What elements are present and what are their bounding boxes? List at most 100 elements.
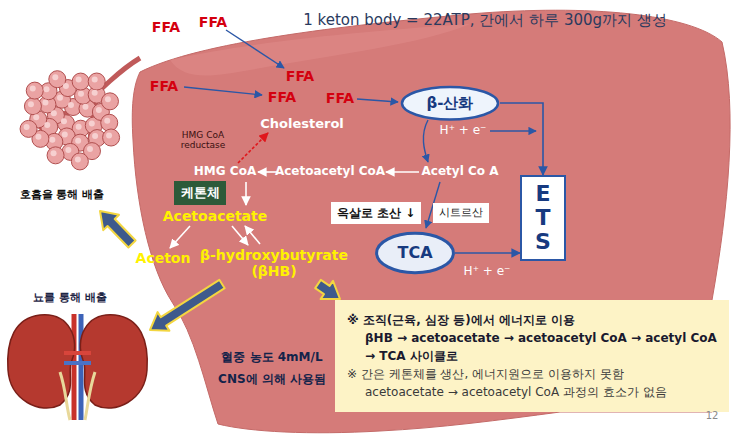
node-text: 케톤체 [181, 183, 220, 203]
metabolite-box: 옥살로 초산 ↓ [331, 202, 421, 224]
capillary [75, 138, 81, 144]
ffa-arrow [226, 30, 284, 68]
capillary [51, 150, 57, 156]
pathway-arrow [258, 171, 277, 173]
capillary [82, 104, 88, 110]
vena-cava [79, 314, 84, 420]
capillary [92, 90, 98, 96]
alveolus [72, 73, 89, 90]
substance-label: FFA [326, 90, 354, 106]
excretion-arrows [100, 211, 340, 331]
ureter [85, 372, 95, 420]
excretion-arrow [315, 280, 340, 299]
cholesterol-arrow [238, 133, 268, 163]
alveolus [71, 153, 88, 170]
excretion-label: 뇨를 통해 배출 [33, 292, 107, 305]
ellipse-shape [377, 233, 454, 272]
note-label: 혈중 농도 4mM/L [221, 351, 322, 365]
alveolus [26, 82, 43, 99]
node-text: 호흡을 통해 배출 [20, 187, 105, 204]
pathway-arrow [245, 182, 247, 205]
renal-vein [64, 361, 91, 365]
substance-label: FFA [268, 89, 296, 105]
liver-outline [132, 10, 730, 433]
ets-box: ETS [520, 175, 566, 261]
ellipse-shape [402, 87, 498, 119]
capillary [28, 101, 34, 107]
ureter [60, 372, 70, 420]
capillary [76, 77, 82, 83]
oxidation-arrow [423, 120, 428, 162]
capillary [89, 121, 95, 127]
ffa-arrow [184, 87, 262, 95]
pathway-arrow [170, 226, 190, 248]
substance-label: FFA [286, 68, 314, 84]
electron-label: H⁺ + e⁻ [464, 265, 511, 279]
electron-arrow [490, 130, 536, 131]
liver-highlight [170, 24, 470, 76]
capillary [87, 146, 93, 152]
capillary [49, 137, 55, 143]
note-line: ※ 조직(근육, 심장 등)에서 에너지로 이용 [347, 311, 575, 329]
capillary [63, 83, 69, 89]
metabolite-box: 시트르산 [433, 203, 489, 224]
capillary [76, 124, 82, 130]
capillary [92, 133, 98, 139]
capillary [104, 118, 110, 124]
ketone-label: Acetoacetate [163, 208, 268, 224]
flow-connector [500, 103, 543, 175]
category-box: 케톤체 [174, 181, 226, 205]
process-ellipse: β-산화 [400, 86, 500, 121]
substance-label: FFA [152, 19, 180, 35]
capillary [65, 147, 71, 153]
electron-label: H⁺ + e⁻ [440, 124, 487, 138]
pathway-arrow [232, 226, 248, 245]
capillary [105, 96, 111, 102]
capillary [96, 107, 102, 113]
capillary [57, 95, 63, 101]
enzyme-label: HMG CoA reductase [172, 130, 234, 151]
node-text: 옥살로 초산 ↓ [337, 204, 415, 222]
ketone-label: β-hydroxybutyrate (βHB) [199, 247, 349, 279]
renal-artery [64, 351, 91, 355]
bronchus [40, 58, 140, 140]
alveolus [20, 120, 37, 137]
alveolus [103, 129, 120, 146]
node-text: TCA [397, 241, 432, 265]
capillary [52, 74, 58, 80]
lung-illustration [20, 58, 140, 170]
capillary [44, 122, 50, 128]
capillary [62, 131, 68, 137]
capillary [33, 114, 39, 120]
excretion-arrow [150, 280, 225, 331]
capillary [92, 77, 98, 83]
capillary [78, 91, 84, 97]
alveolus [24, 98, 41, 115]
metabolite-label: HMG CoA [194, 165, 256, 179]
metabolite-label: Cholesterol [260, 117, 344, 132]
metabolite-label: Acetoacetyl CoA [275, 165, 385, 179]
ffa-arrow [357, 99, 398, 102]
page-number: 12 [706, 410, 719, 422]
capillary [75, 156, 81, 162]
capillary [68, 102, 74, 108]
capillary [42, 99, 48, 105]
capillary [61, 118, 67, 124]
note-label: CNS에 의해 사용됨 [218, 373, 326, 387]
note-box: ※ 조직(근육, 심장 등)에서 에너지로 이용βHB → acetoaceta… [335, 300, 729, 412]
flow-connector [455, 252, 520, 254]
alveolus [47, 147, 64, 164]
metabolite-label: Acetyl Co A [422, 165, 499, 179]
note-line: → TCA 사이클로 [365, 347, 458, 365]
ketone-label: Aceton [136, 250, 191, 266]
note-line: βHB → acetoacetate → acetoacetyl CoA → a… [365, 329, 717, 347]
node-text: ETS [532, 182, 554, 255]
excretion-arrow [100, 211, 136, 247]
alveolus [101, 93, 118, 110]
note-line: acetoacetate → acetoacetyl CoA 과정의 효소가 없… [365, 383, 667, 401]
cycle-ellipse: TCA [375, 232, 455, 274]
capillary [51, 110, 57, 116]
pathway-arrow [386, 171, 419, 173]
note-line: ※ 간은 케톤체를 생산, 에너지원으로 이용하지 못함 [347, 365, 624, 383]
aorta [72, 314, 77, 420]
